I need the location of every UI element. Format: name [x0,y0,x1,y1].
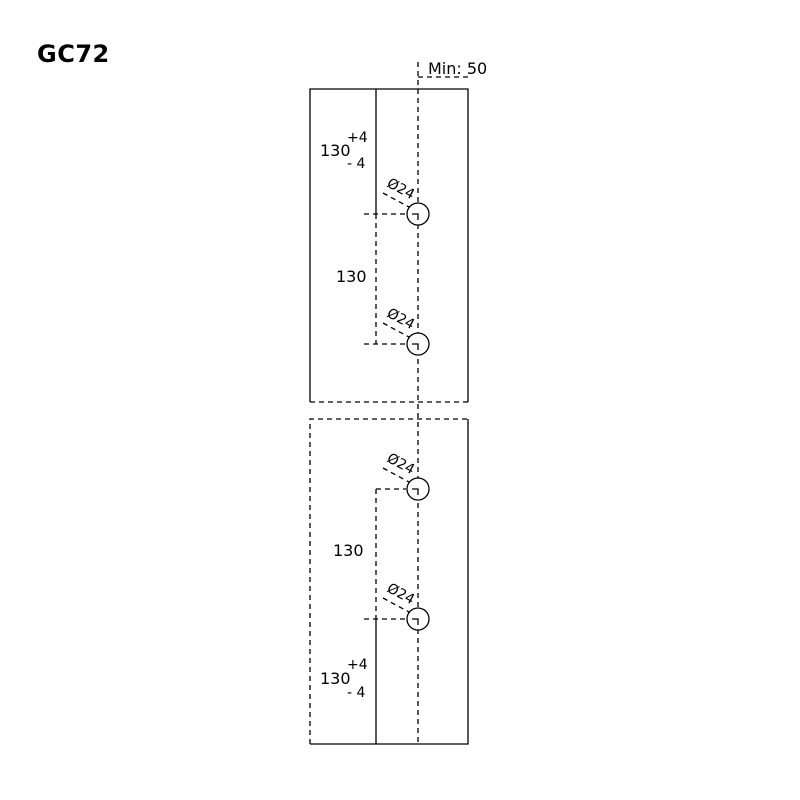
upper-tolerance-plus: +4 [347,130,368,146]
hole-diameter-label-2: Ø24 [384,305,417,333]
hole-2 [406,332,430,356]
diameter-leader-1 [382,192,410,208]
lower-dimension-value: 130 [320,669,351,688]
hole-3 [406,477,430,501]
lower-tolerance-plus: +4 [347,657,368,673]
min-clearance-label: Min: 50 [428,59,487,78]
diameter-leader-2 [382,322,410,338]
drawing-title: GC72 [37,40,110,68]
upper-dimension-value: 130 [320,141,351,160]
hole-diameter-label-4: Ø24 [384,580,417,608]
lower-panel-solid-edges [310,419,469,745]
lower-panel-dashed-edges [309,418,468,744]
upper-tolerance-minus: - 4 [347,156,366,172]
hole-4 [406,607,430,631]
hole-1 [406,202,430,226]
upper-panel [309,88,469,403]
lower-spacing-label: 130 [333,541,364,560]
hole-diameter-label-3: Ø24 [384,450,417,478]
lower-tolerance-minus: - 4 [347,685,366,701]
lower-panel [309,418,469,745]
hole-diameter-label-1: Ø24 [384,175,417,203]
diameter-leader-3 [382,467,410,483]
diameter-leader-4 [382,597,410,613]
upper-spacing-label: 130 [336,267,367,286]
upper-panel-outline [309,88,469,402]
